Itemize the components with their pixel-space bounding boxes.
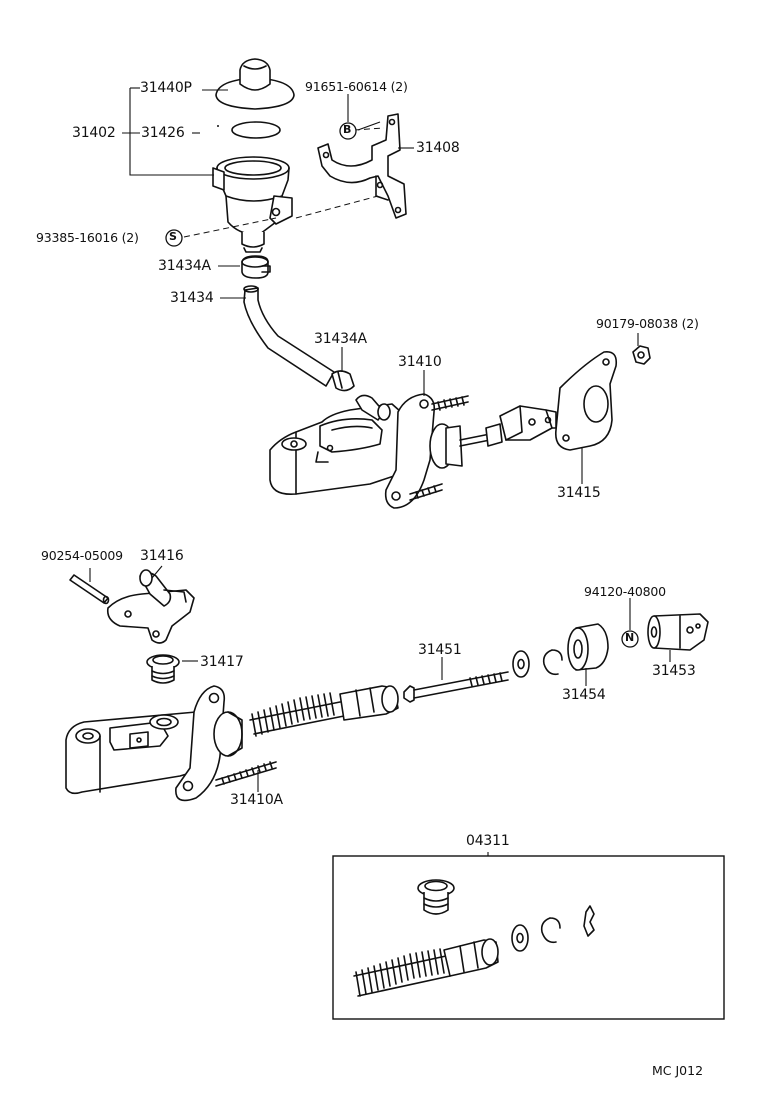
boot [567, 623, 609, 671]
cap-seal [231, 121, 281, 139]
callout-31434A-top: 31434A [158, 258, 211, 274]
flange-nut [632, 345, 651, 365]
marker-b: B [343, 123, 352, 136]
hose-clamp-top [241, 255, 271, 279]
callout-91651-60614: 91651-60614 (2) [305, 79, 408, 94]
callout-31415: 31415 [557, 485, 601, 501]
callout-31408: 31408 [416, 140, 460, 156]
callout-31453: 31453 [652, 663, 696, 679]
callout-90254-05009: 90254-05009 [41, 548, 123, 563]
callout-31434: 31434 [170, 290, 214, 306]
kit-snap-ring [540, 917, 561, 944]
kit-spring-piston [353, 938, 499, 997]
inlet-union [106, 569, 195, 644]
callout-31410A: 31410A [230, 792, 283, 808]
callout-93385-16016: 93385-16016 (2) [36, 230, 139, 245]
marker-s-circle [165, 229, 183, 247]
plug [146, 654, 180, 684]
marker-b-circle [339, 122, 357, 140]
snap-ring [542, 649, 563, 676]
callout-31454: 31454 [562, 687, 606, 703]
gasket [554, 350, 618, 451]
cylinder-body [65, 685, 243, 802]
reservoir-cap [215, 58, 295, 110]
washer [512, 650, 530, 678]
pin [69, 574, 110, 605]
master-cylinder-assembly [269, 393, 557, 509]
callout-31410: 31410 [398, 354, 442, 370]
push-rod [403, 671, 509, 703]
marker-n: N [625, 631, 635, 644]
callout-31440P: 31440P [140, 80, 192, 96]
callout-31426: 31426 [141, 125, 185, 141]
callout-31402: 31402 [72, 125, 116, 141]
marker-n-circle [621, 630, 639, 648]
callout-31434A-mid: 31434A [314, 331, 367, 347]
footer-code: MC J012 [652, 1063, 704, 1078]
kit-plug [417, 879, 455, 915]
kit-box [332, 855, 725, 1020]
callout-04311: 04311 [466, 833, 510, 849]
stud [215, 761, 277, 787]
callout-31417: 31417 [200, 654, 244, 670]
leader-lines [89, 87, 671, 856]
clevis [647, 613, 709, 651]
callout-31416: 31416 [140, 548, 184, 564]
marker-s: S [169, 230, 177, 243]
spring-and-piston [249, 685, 399, 737]
kit-clip [583, 905, 595, 937]
callout-94120-40800: 94120-40800 [584, 584, 666, 599]
reservoir-bracket [317, 113, 407, 219]
hose-clamp-mid [331, 370, 355, 392]
reservoir-body [212, 156, 293, 253]
callout-31451: 31451 [418, 642, 462, 658]
kit-washer [511, 924, 529, 952]
callout-90179-08038: 90179-08038 (2) [596, 316, 699, 331]
